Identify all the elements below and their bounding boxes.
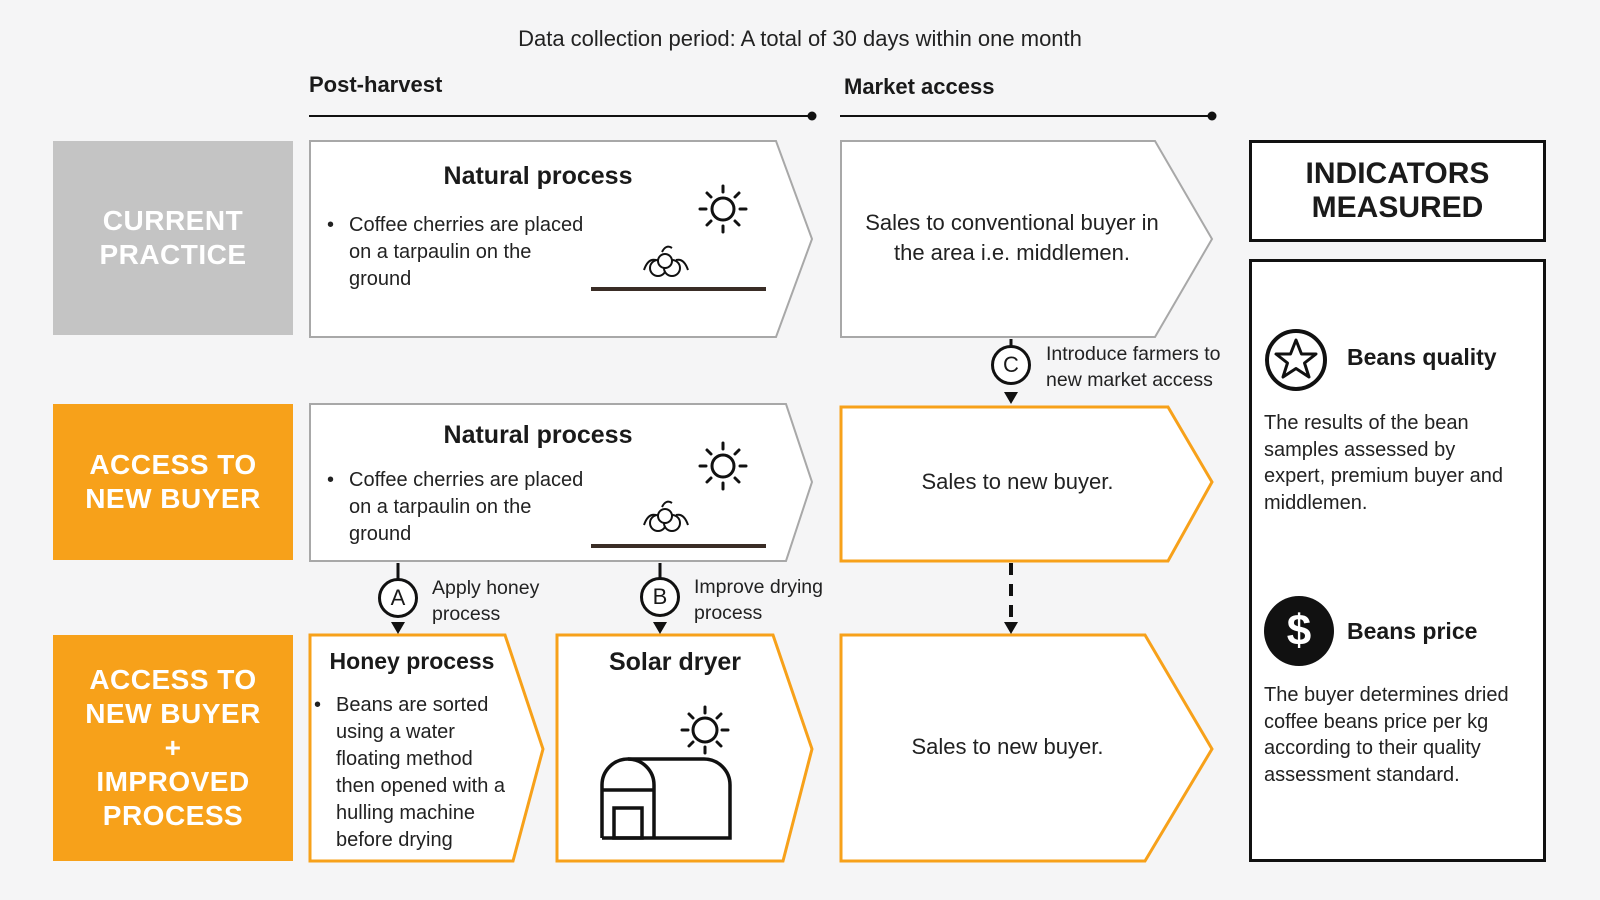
sales-conventional-text: Sales to conventional buyer in the area … [865,210,1159,265]
natural-process-bullet-1: • Coffee cherries are placed on a tarpau… [327,212,594,293]
row-label-improved-process-text: ACCESS TO NEW BUYER + IMPROVED PROCESS [85,664,261,831]
indicators-heading-box: INDICATORS MEASURED [1249,140,1546,242]
connector-b-arrowhead [653,622,667,634]
row-label-current-practice-text: CURRENT PRACTICE [99,205,247,270]
row-label-access-new-buyer: ACCESS TO NEW BUYER [53,404,293,560]
coffee-cherries-icon [643,500,689,532]
natural-process-bullet-2: • Coffee cherries are placed on a tarpau… [327,467,594,548]
honey-process-title: Honey process [329,648,495,674]
coffee-cherries-icon [643,245,689,277]
row-label-access-new-buyer-text: ACCESS TO NEW BUYER [85,449,261,514]
row-label-improved-process: ACCESS TO NEW BUYER + IMPROVED PROCESS [53,635,293,861]
natural-process-bullet-text-1: Coffee cherries are placed on a tarpauli… [349,214,584,290]
sales-new-buyer-text-2: Sales to new buyer. [911,734,1104,759]
sun-icon [698,441,748,491]
post-harvest-timeline-end [807,111,817,121]
connector-c-badge: C [991,345,1031,385]
star-icon [1265,329,1327,391]
bullet-dot: • [327,214,335,236]
connector-a-label: Apply honey process [432,577,540,625]
sun-icon [680,705,730,755]
beans-quality-description: The results of the bean samples assessed… [1264,412,1504,514]
chevron-sales-new-buyer-2 [839,633,1214,863]
bullet-dot: • [314,694,322,716]
natural-process-title-2: Natural process [443,421,633,449]
greenhouse-icon [600,757,732,840]
solar-dryer-title: Solar dryer [608,648,741,676]
connector-c-label: Introduce farmers to new market access [1046,343,1221,391]
indicators-heading: INDICATORS MEASURED [1305,157,1490,224]
dollar-icon: $ [1264,596,1334,666]
natural-process-bullet-text-2: Coffee cherries are placed on a tarpauli… [349,469,584,545]
honey-process-bullet: • Beans are sorted using a water floatin… [314,692,516,854]
honey-process-bullet-text: Beans are sorted using a water floating … [336,694,506,851]
connector-b-badge: B [640,577,680,617]
beans-price-title: Beans price [1347,618,1478,644]
sun-icon [698,184,748,234]
chevron-honey-process [308,633,545,863]
natural-process-title-1: Natural process [443,162,633,190]
connector-c-arrowhead [1004,392,1018,404]
chevron-sales-new-buyer-1 [839,405,1214,563]
connector-a-badge: A [378,578,418,618]
connector-a-arrowhead [391,622,405,634]
indicators-panel: Beans quality The results of the bean sa… [1249,259,1546,862]
connector-b-label: Improve drying process [694,576,823,624]
market-access-timeline-end [1207,111,1217,121]
data-collection-period: Data collection period: A total of 30 da… [518,26,1082,51]
phase-label-market-access: Market access [844,74,995,99]
bullet-dot: • [327,469,335,491]
beans-quality-title: Beans quality [1347,344,1497,370]
chevron-sales-conventional [840,140,1214,338]
sales-new-buyer-text-1: Sales to new buyer. [921,469,1114,494]
phase-label-post-harvest: Post-harvest [309,72,443,97]
dashed-connector-arrowhead [1004,622,1018,634]
beans-price-description: The buyer determines dried coffee beans … [1264,684,1509,786]
chevron-solar-dryer [555,633,814,863]
row-label-current-practice: CURRENT PRACTICE [53,141,293,335]
